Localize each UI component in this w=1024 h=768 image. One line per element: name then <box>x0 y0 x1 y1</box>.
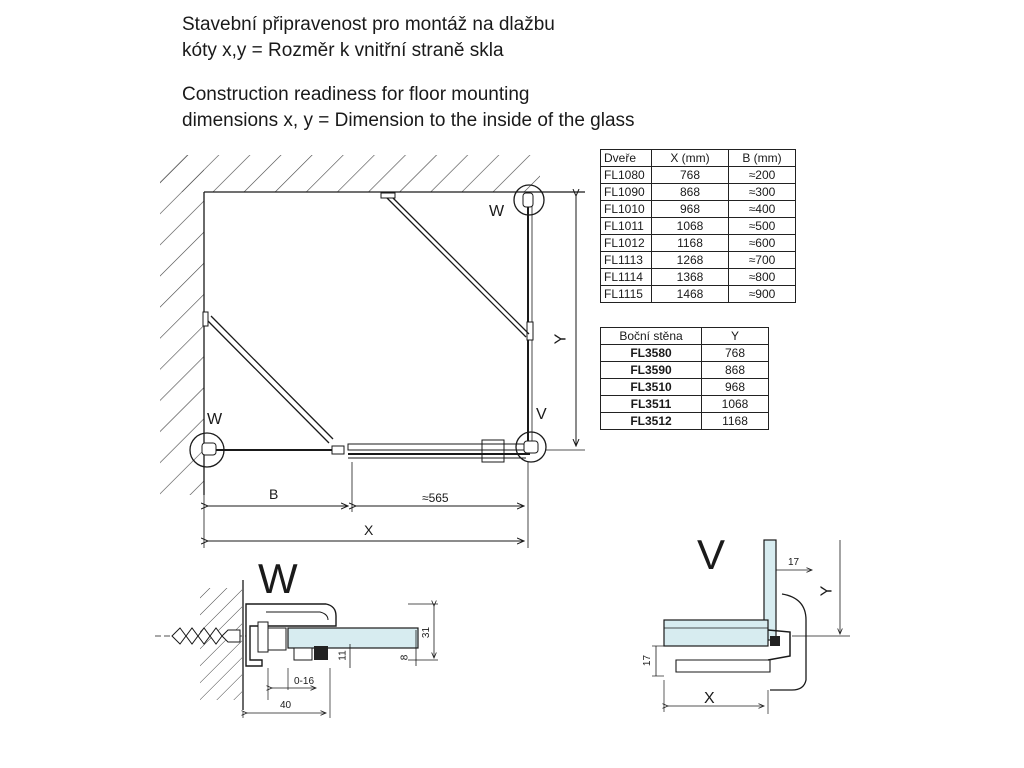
detail-w-drawing <box>155 580 438 718</box>
detail-circle-v <box>515 431 547 463</box>
label-y-v: Y <box>818 585 836 597</box>
table-cell: 868 <box>701 361 769 379</box>
sliding-door-track <box>347 443 531 451</box>
table-header-row: Dveře X (mm) B (mm) <box>600 149 796 167</box>
table-cell: FL3510 <box>600 378 702 396</box>
door-handle <box>481 439 505 463</box>
corner-profile <box>770 593 807 691</box>
col-header-y: Y <box>701 327 769 345</box>
table-cell: FL3580 <box>600 344 702 362</box>
dim-31-label: 31 <box>421 626 433 639</box>
left-wall-hatch <box>160 155 204 495</box>
col-header-side-wall: Boční stěna <box>600 327 702 345</box>
label-v: V <box>536 406 547 423</box>
table-cell: ≈200 <box>728 166 796 184</box>
table-cell: FL3512 <box>600 412 702 430</box>
table-cell: FL1113 <box>600 251 652 269</box>
stabilizer-bar-left <box>206 319 330 444</box>
table-cell: ≈900 <box>728 285 796 303</box>
plan-view <box>160 155 585 548</box>
col-header-b: B (mm) <box>728 149 796 167</box>
stabilizer-bar-top <box>385 196 527 338</box>
table-cell: FL1114 <box>600 268 652 286</box>
table-cell: 768 <box>701 344 769 362</box>
dim-17-left-label: 17 <box>642 654 654 667</box>
table-cell: ≈400 <box>728 200 796 218</box>
table-cell: 768 <box>651 166 729 184</box>
dim-40-label: 40 <box>280 700 292 711</box>
detail-circle-w-top <box>513 184 545 216</box>
table-cell: 1368 <box>651 268 729 286</box>
dim-17-top-label: 17 <box>788 557 800 568</box>
table-cell: ≈300 <box>728 183 796 201</box>
col-header-door: Dveře <box>600 149 652 167</box>
table-cell: FL1080 <box>600 166 652 184</box>
dim-11-label: 11 <box>337 650 349 661</box>
dim-0-16-label: 0-16 <box>294 676 315 687</box>
table-cell: 868 <box>651 183 729 201</box>
detail-v-drawing <box>652 539 850 714</box>
gasket <box>314 646 328 660</box>
top-wall-hatch <box>160 155 540 192</box>
table-cell: 1468 <box>651 285 729 303</box>
title-line-cz-1: Stavební připravenost pro montáž na dlaž… <box>182 14 555 35</box>
table-cell: FL3590 <box>600 361 702 379</box>
detail-circle-w-left <box>189 432 225 468</box>
table-cell: ≈600 <box>728 234 796 252</box>
label-b: B <box>269 486 279 502</box>
table-cell: FL1010 <box>600 200 652 218</box>
table-cell: ≈500 <box>728 217 796 235</box>
table-cell: FL3511 <box>600 395 702 413</box>
table-cell: 1268 <box>651 251 729 269</box>
table-cell: 1068 <box>651 217 729 235</box>
table-cell: FL1011 <box>600 217 652 235</box>
horizontal-glass <box>663 619 769 647</box>
wall-profile <box>245 603 337 667</box>
table-cell: 968 <box>651 200 729 218</box>
detail-v-title: V <box>697 531 726 578</box>
label-w-left: W <box>207 411 223 428</box>
table-cell: ≈700 <box>728 251 796 269</box>
table-cell: 1168 <box>701 412 769 430</box>
label-x-v: X <box>704 690 715 707</box>
table-cell: 968 <box>701 378 769 396</box>
table-cell: FL1090 <box>600 183 652 201</box>
label-y: Y <box>552 333 570 345</box>
table-cell: FL1012 <box>600 234 652 252</box>
table-header-row: Boční stěna Y <box>600 327 769 345</box>
glass-pane <box>287 627 419 649</box>
dim-8-label: 8 <box>399 654 411 661</box>
wall-section-hatch <box>200 588 242 700</box>
side-panel-clip <box>526 321 534 341</box>
label-x: X <box>364 522 374 538</box>
detail-w-title: W <box>258 555 298 602</box>
title-line-en-2: dimensions x, y = Dimension to the insid… <box>182 110 635 131</box>
table-cell: FL1115 <box>600 285 652 303</box>
table-cell: ≈800 <box>728 268 796 286</box>
wall-anchor-dowel <box>171 627 241 645</box>
col-header-x: X (mm) <box>651 149 729 167</box>
label-w-top: W <box>489 203 505 220</box>
table-cell: 1168 <box>651 234 729 252</box>
table-cell: 1068 <box>701 395 769 413</box>
label-565: ≈565 <box>422 491 449 505</box>
title-line-cz-2: kóty x,y = Rozměr k vnitřní straně skla <box>182 40 504 61</box>
title-line-en-1: Construction readiness for floor mountin… <box>182 84 530 105</box>
